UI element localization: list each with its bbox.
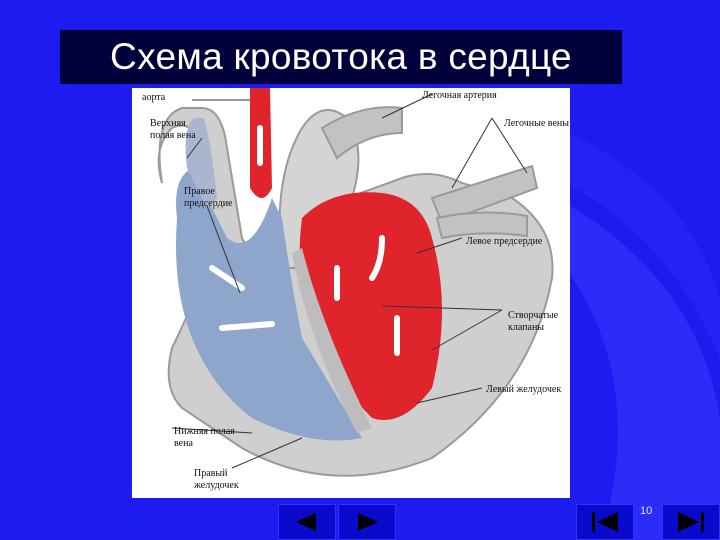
label-right-atrium: Правое предсердие (184, 186, 233, 209)
last-slide-button[interactable] (662, 504, 720, 540)
title-box: Схема кровотока в сердце (60, 30, 622, 84)
skip-to-start-icon (592, 512, 618, 532)
leader-lines (171, 93, 528, 469)
triangle-left-icon (296, 513, 316, 531)
triangle-right-icon (358, 513, 378, 531)
label-left-atrium: Левое предсердие (466, 236, 543, 247)
heart-diagram-panel: аорта Верхняя полая вена Легочная артери… (132, 88, 570, 498)
label-superior-vena-cava: Верхняя полая вена (150, 118, 196, 141)
label-aorta: аорта (142, 92, 166, 103)
next-slide-button[interactable] (338, 504, 396, 540)
label-valves: Створчатые клапаны (508, 310, 559, 333)
label-left-ventricle: Левый желудочек (486, 384, 562, 395)
skip-to-end-icon (678, 512, 704, 532)
label-right-ventricle: Правый желудочек (194, 468, 239, 491)
right-atrium-blue (176, 168, 362, 441)
first-slide-button[interactable] (576, 504, 634, 540)
label-pulmonary-veins: Легочные вены (504, 118, 569, 129)
label-inferior-vena-cava: Нижняя полая вена (174, 426, 235, 449)
page-number: 10 (640, 505, 653, 517)
pulmonary-artery-vessel (320, 106, 403, 160)
prev-slide-button[interactable] (278, 504, 336, 540)
pulmonary-veins-vessel (430, 164, 539, 225)
heart-diagram (157, 88, 554, 477)
slide-title: Схема кровотока в сердце (110, 36, 572, 77)
label-pulmonary-artery: Легочная артерия (422, 90, 497, 101)
